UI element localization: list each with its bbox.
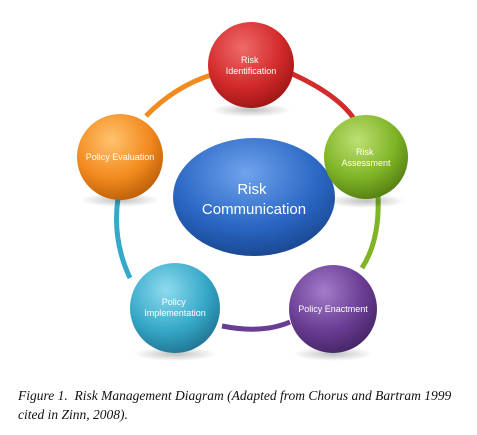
policy-enactment-circle: [289, 265, 377, 353]
policy-evaluation-circle: [77, 114, 163, 200]
policy-evaluation-label: Policy Evaluation: [86, 152, 155, 162]
risk-identification-label: Risk Identification: [226, 55, 277, 76]
figure-caption-text: Risk Management Diagram (Adapted from Ch…: [18, 388, 452, 422]
figure-number: Figure 1.: [18, 388, 68, 403]
arc-evaluation-identification: [144, 71, 215, 118]
policy-implementation-circle: [130, 263, 220, 353]
arc-implementation-evaluation: [114, 197, 133, 280]
policy-implementation-label: Policy Implementation: [144, 297, 206, 318]
policy-enactment-label: Policy Enactment: [298, 304, 368, 314]
risk-management-diagram: Risk Communication Risk Identification R…: [77, 22, 408, 361]
risk-assessment-label: Risk Assessment: [341, 147, 391, 168]
arc-identification-assessment: [286, 69, 359, 124]
figure-caption: Figure 1. Risk Management Diagram (Adapt…: [18, 386, 468, 424]
risk-communication-circle: [173, 138, 335, 256]
risk-communication-label: Risk Communication: [202, 181, 306, 218]
risk-assessment-circle: [324, 115, 408, 199]
arc-enactment-implementation: [221, 319, 291, 332]
risk-identification-circle: [208, 22, 294, 108]
